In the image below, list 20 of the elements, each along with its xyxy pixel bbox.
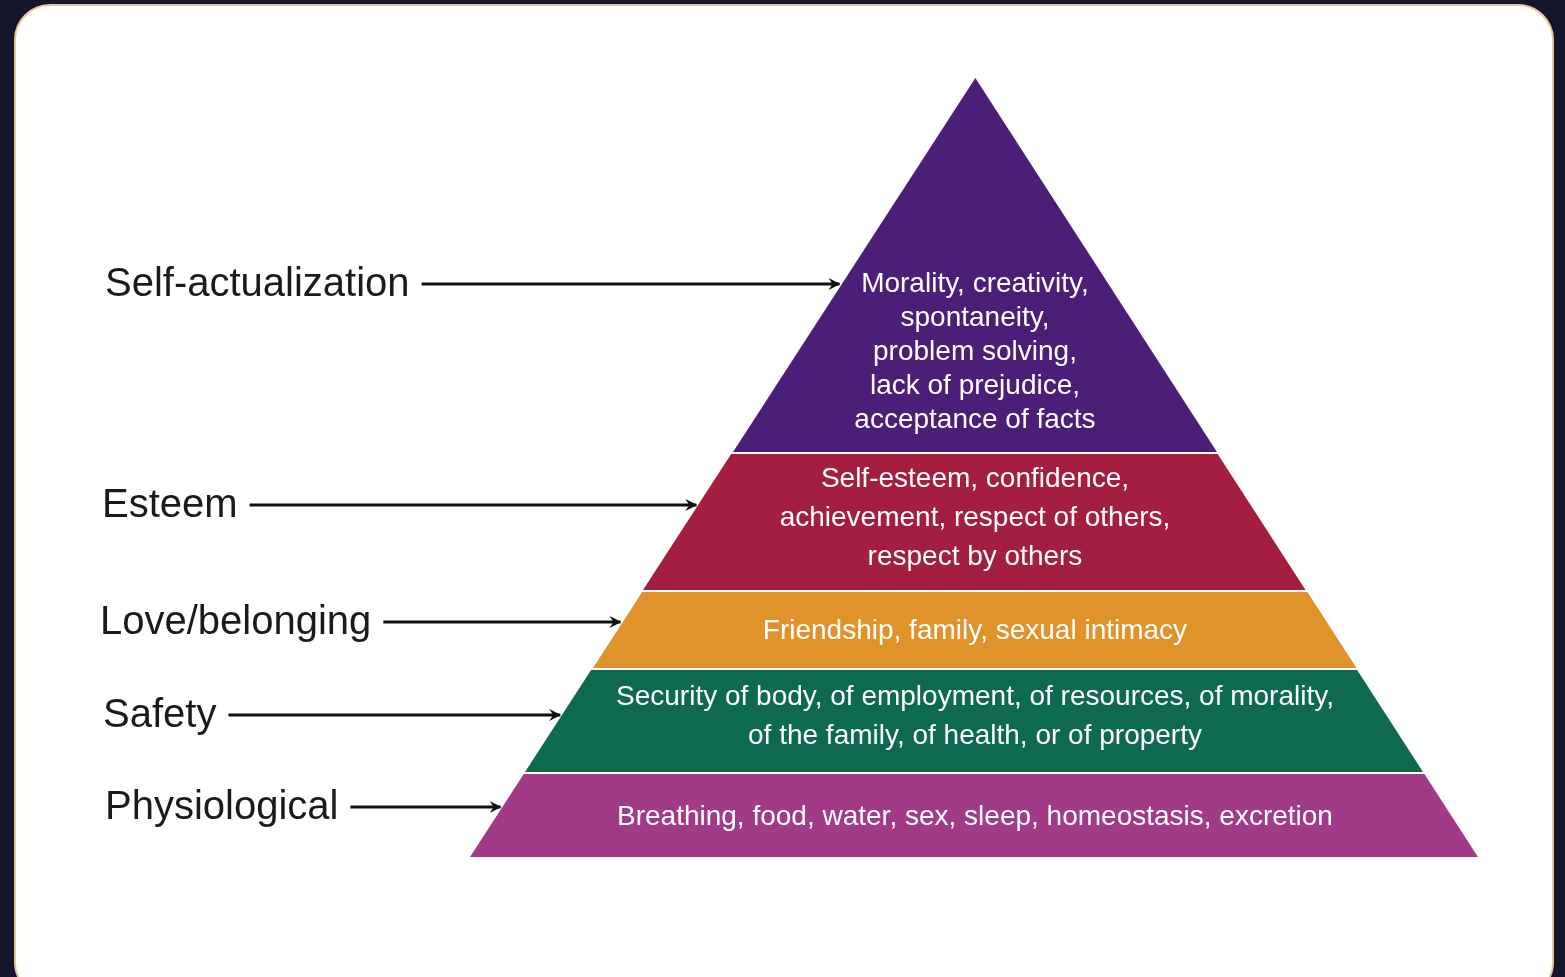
level-label: Love/belonging <box>100 597 372 643</box>
pyramid-tier <box>592 592 1357 668</box>
pyramid-tier <box>470 774 1479 857</box>
arrow <box>421 278 841 290</box>
tier-text: Morality, creativity, spontaneity, problem solving, lack of prejudice, acceptance of facts <box>853 266 1097 436</box>
arrow <box>350 801 502 813</box>
level-label: Self-actualization <box>105 259 410 305</box>
arrow <box>228 709 562 721</box>
arrow <box>249 499 698 511</box>
pyramid-tier <box>732 78 1217 452</box>
level-label: Physiological <box>105 782 339 828</box>
tier-text: Security of body, of employment, of resources, of morality, of the family, of health, or of property <box>615 679 1335 752</box>
level-label: Esteem <box>102 480 238 526</box>
tier-text: Self-esteem, confidence, achievement, respect of others, respect by others <box>778 461 1172 573</box>
level-label: Safety <box>103 690 217 736</box>
tier-text: Friendship, family, sexual intimacy <box>761 613 1189 647</box>
arrow <box>383 616 622 628</box>
tier-text: Breathing, food, water, sex, sleep, homeostasis, excretion <box>616 799 1334 833</box>
pyramid-tier <box>525 670 1424 772</box>
pyramid-tier <box>643 454 1306 590</box>
